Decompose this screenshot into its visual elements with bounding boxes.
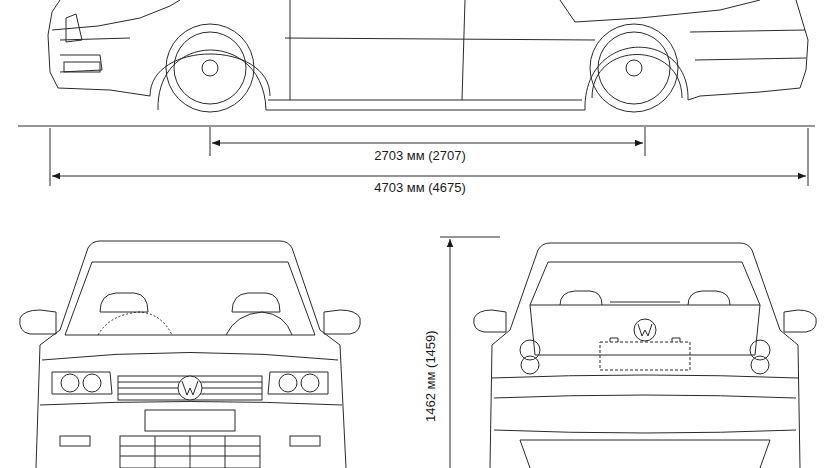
front-view-line [120,436,260,468]
front-view-line [61,374,79,392]
rear-view-line [520,340,540,360]
side-view-line [150,54,270,96]
side-view-line [688,0,808,100]
front-view-line [65,262,315,335]
front-view-line [98,312,172,335]
side-view-line [598,32,670,104]
side-view [18,0,815,126]
length-dimensions-line [210,127,211,156]
side-view-line [66,14,82,42]
rear-view-line [638,324,652,336]
front-view-line [301,374,319,392]
length-dimensions-line [52,176,806,177]
front-view-line [226,312,292,335]
length-dimensions-line [808,128,809,186]
front-view-line [145,410,235,431]
side-view-line [202,60,218,76]
height-dimension-line [440,237,500,238]
side-view-line [560,0,760,22]
side-view-line [626,60,642,76]
rear-view-line [610,338,680,342]
front-view-line [279,374,297,392]
front-view-line [60,241,320,330]
rear-view [474,243,817,468]
front-view-line [20,310,56,334]
front-view-line [40,402,342,406]
rear-view-line [750,340,770,360]
front-view-line [268,372,328,394]
side-view-line [52,0,180,30]
rear-view-line [784,310,816,332]
length-dimensions-line [645,127,646,156]
front-view-line [178,376,202,400]
dimension-label: 4703 мм (4675) [372,181,468,195]
rear-view-line [751,356,769,374]
front-view-line [100,293,148,312]
height-dimension-line [450,239,451,468]
side-view-line [48,0,150,96]
length-dimensions-line [212,143,643,144]
front-view-line [324,310,360,334]
rear-view-line [610,302,680,303]
dimension-label: 2703 мм (2707) [372,149,468,163]
front-view-line [120,436,260,468]
rear-view-line [494,430,796,433]
front-view-line [232,293,280,312]
side-view-line [690,30,806,60]
rear-view-line [490,330,800,468]
rear-view-line [634,319,656,341]
front-view-line [36,330,346,468]
front-view-line [290,436,320,446]
front-view-line [182,381,198,395]
side-view-line [64,62,100,72]
rear-view-line [530,262,760,305]
rear-view-line [530,305,760,355]
length-dimensions-line [50,128,51,186]
rear-view-line [520,440,770,468]
length-dimensions [50,127,808,186]
side-view-line [174,32,246,104]
dimension-label: 1462 мм (1459) [424,328,438,424]
rear-view-line [492,375,798,378]
front-view-line [52,372,112,394]
rear-view-line [510,243,780,330]
rear-view-line [560,291,602,305]
side-view-line [266,100,585,110]
front-view-line [118,376,262,400]
side-view-line [18,126,815,127]
side-view-line [285,38,595,40]
rear-view-line [600,342,690,370]
side-view-line [166,24,254,112]
side-view-line [158,50,266,110]
side-view-line [290,0,465,100]
rear-view-line [688,291,730,305]
side-view-line [60,38,130,72]
front-view [20,241,361,468]
rear-view-line [494,395,796,398]
rear-view-line [474,310,506,332]
side-view-line [590,24,678,112]
front-view-line [83,374,101,392]
rear-view-line [521,356,539,374]
side-view-line [585,47,688,110]
side-view-line [592,55,682,99]
front-view-line [42,353,338,361]
front-view-line [60,436,90,446]
